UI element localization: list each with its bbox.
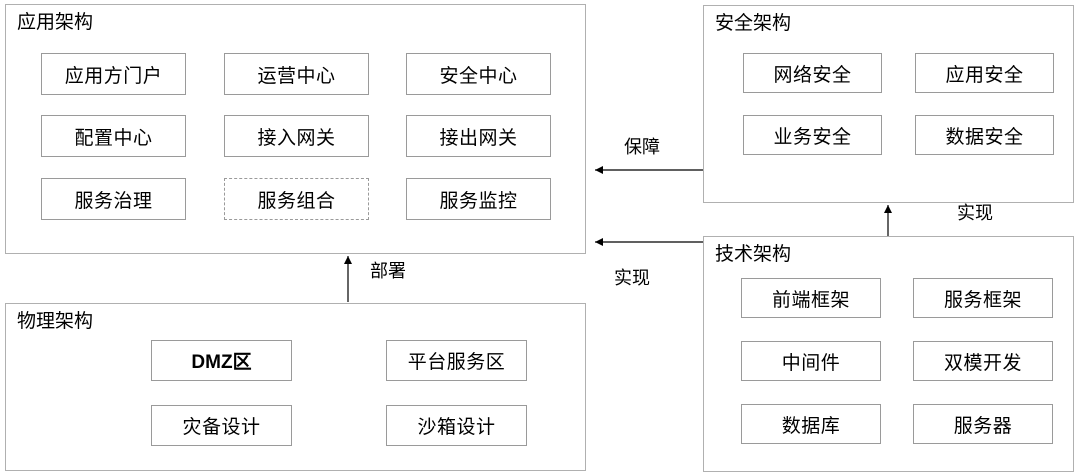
node-dmz-zone[interactable]: DMZ区 (151, 340, 292, 381)
node-business-security[interactable]: 业务安全 (743, 115, 882, 155)
node-service-governance[interactable]: 服务治理 (41, 178, 186, 220)
node-data-security[interactable]: 数据安全 (915, 115, 1054, 155)
node-service-composition[interactable]: 服务组合 (224, 178, 369, 220)
panel-title-technical-architecture: 技术架构 (715, 244, 792, 265)
panel-security-architecture[interactable]: 安全架构 网络安全 应用安全 业务安全 数据安全 (703, 5, 1074, 203)
connector-label-technical-to-security: 实现 (957, 203, 993, 223)
panel-title-physical-architecture: 物理架构 (17, 311, 94, 332)
panel-technical-architecture[interactable]: 技术架构 前端框架 服务框架 中间件 双模开发 数据库 服务器 (703, 236, 1074, 472)
panel-title-application-architecture: 应用架构 (17, 12, 94, 33)
node-middleware[interactable]: 中间件 (741, 341, 881, 381)
node-platform-service-zone[interactable]: 平台服务区 (386, 340, 527, 381)
panel-title-security-architecture: 安全架构 (715, 13, 792, 34)
connector-label-technical-to-application: 实现 (614, 268, 650, 288)
node-service-monitoring[interactable]: 服务监控 (406, 178, 551, 220)
node-network-security[interactable]: 网络安全 (743, 53, 882, 93)
node-server[interactable]: 服务器 (913, 404, 1053, 444)
node-frontend-framework[interactable]: 前端框架 (741, 278, 881, 318)
node-database[interactable]: 数据库 (741, 404, 881, 444)
panel-physical-architecture[interactable]: 物理架构 DMZ区 平台服务区 灾备设计 沙箱设计 (5, 303, 586, 471)
node-configuration-center[interactable]: 配置中心 (41, 115, 186, 157)
node-operation-center[interactable]: 运营中心 (224, 53, 369, 95)
panel-application-architecture[interactable]: 应用架构 应用方门户 运营中心 安全中心 配置中心 接入网关 接出网关 服务治理… (5, 4, 586, 254)
node-outbound-gateway[interactable]: 接出网关 (406, 115, 551, 157)
node-application-portal[interactable]: 应用方门户 (41, 53, 186, 95)
node-sandbox-design[interactable]: 沙箱设计 (386, 405, 527, 446)
connector-label-security-to-application: 保障 (624, 137, 660, 157)
connector-label-physical-to-application: 部署 (370, 261, 406, 281)
node-inbound-gateway[interactable]: 接入网关 (224, 115, 369, 157)
node-dual-mode-development[interactable]: 双模开发 (913, 341, 1053, 381)
node-service-framework[interactable]: 服务框架 (913, 278, 1053, 318)
node-disaster-recovery-design[interactable]: 灾备设计 (151, 405, 292, 446)
node-application-security[interactable]: 应用安全 (915, 53, 1054, 93)
node-security-center[interactable]: 安全中心 (406, 53, 551, 95)
